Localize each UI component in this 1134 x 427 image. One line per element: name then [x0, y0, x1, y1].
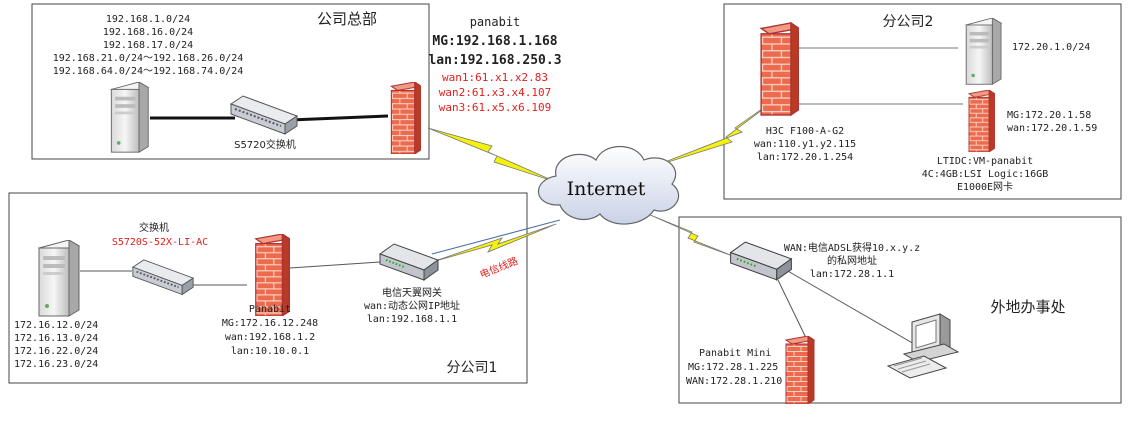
b2-vm-panabit-icon — [968, 90, 995, 152]
b1-panabit-line: lan:10.10.0.1 — [231, 346, 309, 357]
h3c-line: wan:110.y1.y2.115 — [754, 139, 856, 150]
b1-subnet: 172.16.23.0/24 — [14, 359, 98, 370]
devices — [38, 18, 1002, 404]
hq-fw-wan: wan3:61.x5.x6.109 — [439, 101, 552, 114]
b1-switch-icon — [131, 258, 195, 296]
remote-modem-line: 的私网地址 — [827, 254, 877, 267]
hq-fw-mg: MG:192.168.1.168 — [432, 34, 557, 49]
hq-lightning-bolt — [427, 127, 557, 183]
hq-switch-icon — [229, 94, 299, 136]
hq-subnet: 192.168.17.0/24 — [103, 40, 193, 51]
b1-gateway-line: lan:192.168.1.1 — [367, 314, 457, 325]
remote-mini-firewall-icon — [785, 336, 815, 404]
remote-office-frame — [678, 216, 1122, 404]
hq-firewall-info: panabit MG:192.168.1.168 lan:192.168.250… — [428, 15, 561, 114]
b1-switch-label: 交换机 — [139, 221, 169, 234]
b1-server-icon — [38, 240, 80, 317]
b1-gateway-info: 电信天翼网关 wan:动态公网IP地址 lan:192.168.1.1 — [364, 286, 460, 325]
vm-spec-line: 4C:4GB:LSI Logic:16GB — [922, 169, 1048, 180]
b2-server-icon — [965, 18, 1002, 85]
b1-lightning-bolt — [431, 223, 557, 263]
hq-switch-firewall-link — [289, 114, 389, 122]
remote-modem-icon — [729, 241, 793, 281]
b1-gateway-line: wan:动态公网IP地址 — [364, 299, 460, 312]
vm-addr-line: wan:172.20.1.59 — [1007, 123, 1097, 134]
b2-vm-spec: LTIDC:VM-panabit 4C:4GB:LSI Logic:16GB E… — [922, 156, 1048, 193]
hq-subnet: 192.168.21.0/24～192.168.26.0/24 — [53, 53, 244, 64]
b2-vm-address: MG:172.20.1.58 wan:172.20.1.59 — [1007, 110, 1097, 134]
internet-cloud: Internet — [537, 146, 680, 225]
b1-panabit-line: MG:172.16.12.248 — [222, 318, 318, 329]
branch1-frame — [8, 192, 528, 384]
hq-server-icon — [110, 82, 149, 153]
remote-lightning-bolt — [647, 213, 739, 259]
hq-frame — [31, 3, 430, 160]
hq-fw-lan: lan:192.168.250.3 — [428, 53, 561, 68]
b1-panabit-line: wan:192.168.1.2 — [225, 332, 315, 343]
hq-fw-wan: wan1:61.x1.x2.83 — [442, 71, 548, 84]
b1-gateway-modem-icon — [379, 243, 439, 281]
b1-subnet: 172.16.12.0/24 — [14, 320, 98, 331]
hq-title: 公司总部 — [317, 10, 377, 28]
h3c-line: H3C F100-A-G2 — [766, 126, 844, 137]
b1-panabit-line: Panabit — [249, 304, 291, 315]
b1-gateway-line: 电信天翼网关 — [382, 286, 442, 299]
remote-modem-line: WAN:电信ADSL获得10.x.y.z — [784, 241, 920, 254]
b1-subnet: 172.16.13.0/24 — [14, 333, 98, 344]
b1-panabit-info: Panabit MG:172.16.12.248 wan:192.168.1.2… — [222, 304, 318, 357]
branch2-frame — [723, 3, 1122, 200]
b1-subnet-list: 172.16.12.0/24 172.16.13.0/24 172.16.22.… — [14, 320, 98, 370]
remote-mini-line: MG:172.28.1.225 — [688, 362, 778, 373]
hq-subnet: 192.168.1.0/24 — [106, 14, 190, 25]
remote-mini-info: Panabit Mini MG:172.28.1.225 WAN:172.28.… — [686, 348, 782, 387]
vm-spec-line: LTIDC:VM-panabit — [937, 156, 1033, 167]
vm-spec-line: E1000E网卡 — [957, 180, 1013, 193]
b2-server-subnet: 172.20.1.0/24 — [1012, 42, 1090, 53]
b1-subnet: 172.16.22.0/24 — [14, 346, 98, 357]
b1-line-label: 电信线路 — [478, 254, 520, 281]
remote-mini-line: Panabit Mini — [699, 348, 771, 359]
hq-fw-wan: wan2:61.x3.x4.107 — [439, 86, 552, 99]
b1-panabit-gateway-link — [289, 261, 381, 269]
hq-subnet-list: 192.168.1.0/24 192.168.16.0/24 192.168.1… — [53, 14, 244, 77]
h3c-firewall-icon — [760, 22, 799, 116]
remote-mini-line: WAN:172.28.1.210 — [686, 376, 782, 387]
remote-modem-info: WAN:电信ADSL获得10.x.y.z 的私网地址 lan:172.28.1.… — [784, 241, 920, 280]
hq-firewall-icon — [390, 82, 421, 154]
hq-switch-label: S5720交换机 — [234, 138, 296, 151]
b1-switch-model: S5720S-52X-LI-AC — [112, 237, 208, 248]
remote-modem-mini-link — [777, 279, 809, 343]
b2-title: 分公司2 — [883, 14, 934, 30]
b1-title: 分公司1 — [447, 360, 498, 376]
remote-title: 外地办事处 — [990, 298, 1065, 316]
hq-subnet: 192.168.16.0/24 — [103, 27, 193, 38]
b1-gateway-internet-link — [431, 219, 561, 255]
remote-modem-line: lan:172.28.1.1 — [810, 269, 894, 280]
h3c-info: H3C F100-A-G2 wan:110.y1.y2.115 lan:172.… — [754, 126, 856, 163]
vm-addr-line: MG:172.20.1.58 — [1007, 110, 1091, 121]
hq-subnet: 192.168.64.0/24～192.168.74.0/24 — [53, 66, 244, 77]
internet-label: Internet — [567, 178, 646, 200]
remote-pc-icon — [886, 313, 960, 379]
hq-fw-name: panabit — [470, 15, 521, 29]
h3c-line: lan:172.20.1.254 — [757, 152, 853, 163]
